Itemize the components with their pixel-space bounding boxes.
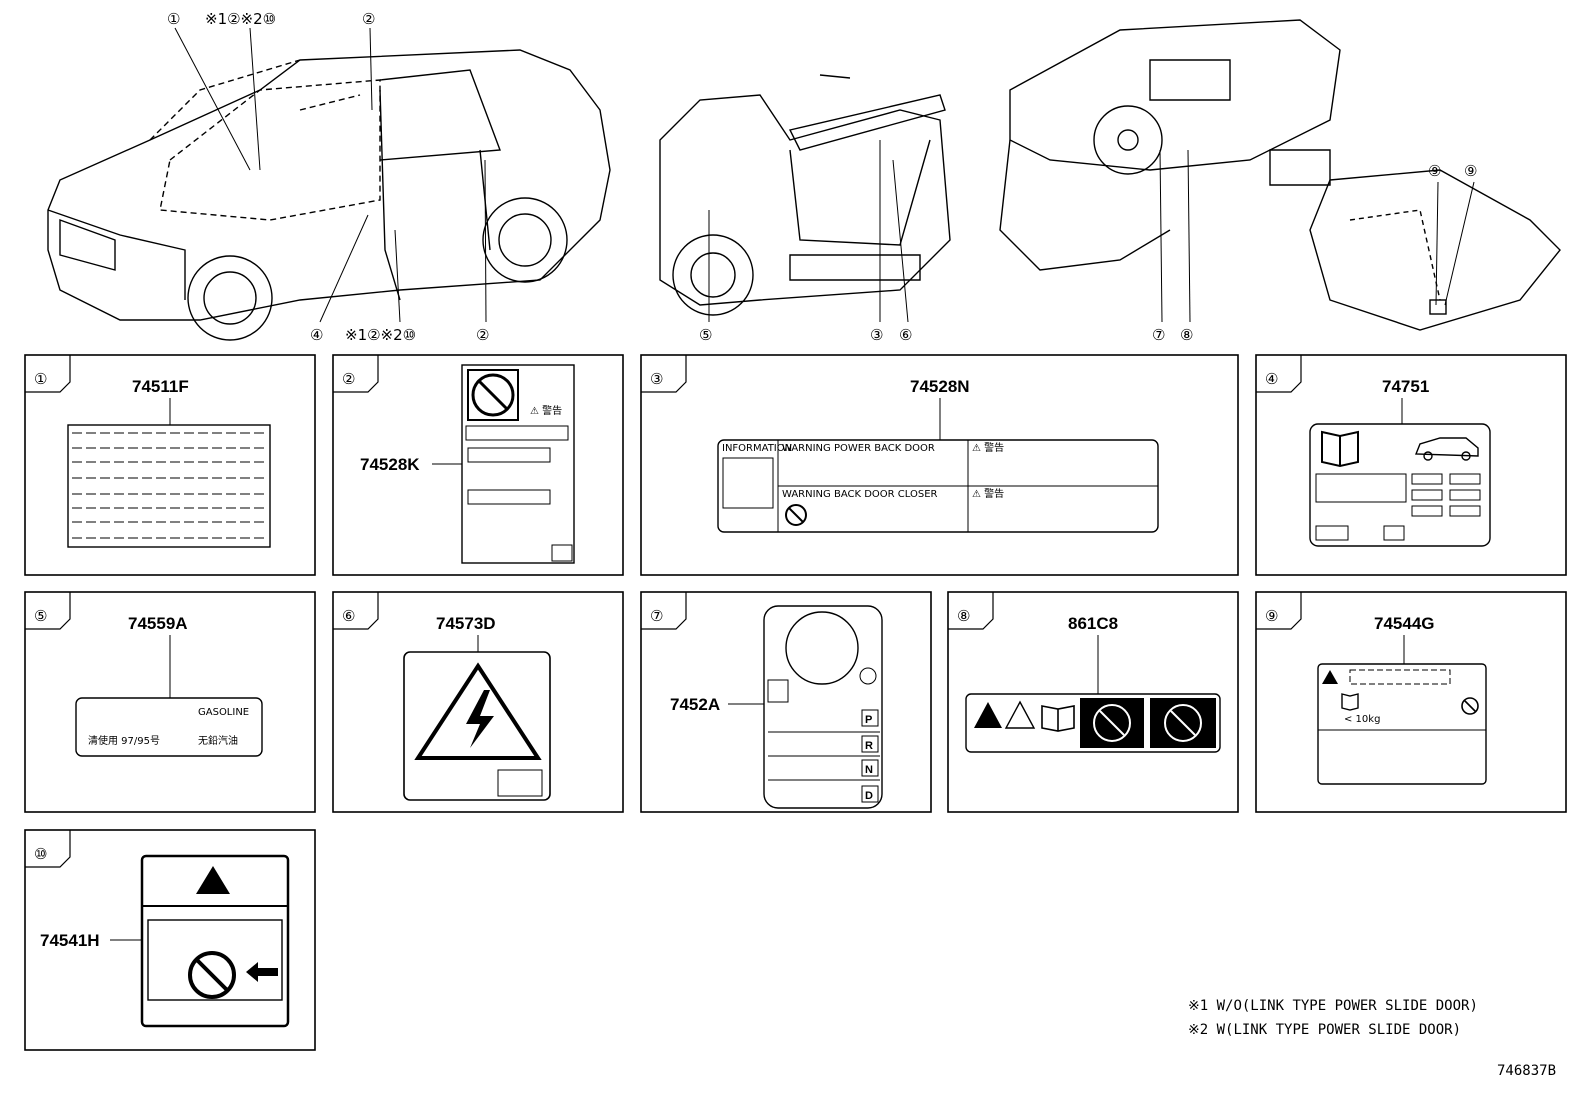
weight-limit-text: < 10kg [1344, 714, 1380, 725]
caution-hot-icon [1004, 700, 1036, 729]
warning-triangle-icon [974, 702, 1002, 728]
warning-power-back-door-text: WARNING POWER BACK DOOR [782, 443, 935, 454]
gear-d-text: D [865, 790, 873, 802]
warning-back-door-closer-text: WARNING BACK DOOR CLOSER [782, 489, 938, 500]
panel-5-label: 74559A GASOLINE 清使用 97/95号 无鉛汽油 [75, 614, 263, 757]
panel-8-index: ⑧ [957, 607, 970, 625]
panel-10-index: ⑩ [34, 845, 47, 863]
panel-9-label: 74544G < 10kg [1317, 614, 1487, 785]
callout-4: ④ [310, 326, 323, 344]
callout-8: ⑧ [1180, 326, 1193, 344]
prohibited-icon [1461, 697, 1479, 715]
panel-3-label: 74528N INFORMATION WARNING POWER BACK DO… [717, 377, 1159, 533]
warning-label-drawing [461, 364, 575, 564]
panel-2-label: 74528K ⚠ 警告 [360, 364, 575, 564]
high-voltage-label-drawing [403, 651, 551, 801]
callout-note1-2-note2-10-top: ※1②※2⑩ [205, 10, 276, 28]
part-number-861C8: 861C8 [1068, 614, 1118, 633]
panel-7-label: 7452A P R N D [670, 605, 883, 809]
arrow-left-icon [246, 962, 278, 982]
part-number-74528N: 74528N [910, 377, 970, 396]
part-number-74541H: 74541H [40, 931, 100, 950]
panel-3-index: ③ [650, 370, 663, 388]
part-number-74751: 74751 [1382, 377, 1429, 396]
no-hand-icon [471, 373, 515, 417]
panel-10-label: 74541H [40, 854, 290, 1028]
no-hand-icon [785, 504, 807, 526]
part-number-74559A: 74559A [128, 614, 188, 633]
panel-1-index: ① [34, 370, 47, 388]
footnotes: ※1 W/O(LINK TYPE POWER SLIDE DOOR) ※2 W(… [1188, 998, 1556, 1079]
footnote-1: ※1 W/O(LINK TYPE POWER SLIDE DOOR) [1188, 998, 1478, 1014]
prohibited-icon [188, 951, 236, 999]
panel-9-index: ⑨ [1265, 607, 1278, 625]
diagram-id: 746837B [1497, 1063, 1556, 1079]
callout-9-left: ⑨ [1428, 162, 1441, 180]
vehicle-front-view-illustration [47, 49, 611, 341]
part-number-7452A: 7452A [670, 695, 720, 714]
lightning-bolt-icon [466, 690, 494, 748]
unleaded-text: 无鉛汽油 [198, 734, 238, 747]
footnote-2: ※2 W(LINK TYPE POWER SLIDE DOOR) [1188, 1022, 1461, 1038]
gasoline-text: GASOLINE [198, 707, 249, 718]
panel-7-index: ⑦ [650, 607, 663, 625]
top-leader-lines [174, 27, 1475, 323]
panel-6-index: ⑥ [342, 607, 355, 625]
part-number-74511F: 74511F [132, 377, 189, 396]
vehicle-rear-view-illustration [659, 74, 951, 316]
car-side-icon [1414, 437, 1479, 461]
panel-8-label: 861C8 [965, 614, 1221, 753]
panel-6-label: 74573D [403, 614, 551, 801]
panel-index-tabs [25, 355, 1302, 868]
shift-lever-tag-drawing [763, 605, 883, 809]
manual-book-icon [1041, 705, 1075, 732]
part-number-74544G: 74544G [1374, 614, 1435, 633]
callout-6: ⑥ [899, 326, 912, 344]
callout-1: ① [167, 10, 180, 28]
airbag-label-drawing [965, 693, 1221, 753]
panel-5-index: ⑤ [34, 607, 47, 625]
callout-2-bottom: ② [476, 326, 489, 344]
callout-2-top: ② [362, 10, 375, 28]
tire-pressure-label-drawing [1309, 423, 1491, 547]
gear-p-text: P [865, 714, 872, 726]
panel-2-index: ② [342, 370, 355, 388]
vehicle-interior-illustration [999, 19, 1561, 331]
slide-door-warning-label-drawing [140, 854, 290, 1028]
manual-book-icon [1341, 693, 1359, 711]
manual-book-icon [1321, 430, 1359, 468]
panel-frames [24, 354, 1567, 1051]
information-text: INFORMATION [722, 443, 792, 454]
fuel-grade-text: 清使用 97/95号 [88, 734, 160, 747]
callout-5: ⑤ [699, 326, 712, 344]
warning-triangle-icon [196, 866, 230, 894]
top-callouts: ① ※1②※2⑩ ② ④ ※1②※2⑩ ② ⑤ ③ ⑥ ⑨ ⑨ ⑦ ⑧ [167, 10, 1477, 344]
part-number-74528K: 74528K [360, 455, 420, 474]
callout-7: ⑦ [1152, 326, 1165, 344]
warning-triangle-icon [1322, 670, 1338, 684]
spec-label-drawing [67, 424, 271, 548]
fuel-type-label-drawing [75, 697, 263, 757]
panel-4-index: ④ [1265, 370, 1278, 388]
callout-9-right: ⑨ [1464, 162, 1477, 180]
panel-1-label: 74511F [67, 377, 271, 548]
part-number-74573D: 74573D [436, 614, 496, 633]
gear-n-text: N [865, 764, 873, 776]
panel-index-labels: ① ② ③ ④ ⑤ ⑥ ⑦ ⑧ ⑨ ⑩ [34, 370, 1278, 863]
callout-note1-2-note2-10-bottom: ※1②※2⑩ [345, 326, 416, 344]
high-voltage-warning-icon [414, 662, 542, 760]
gear-r-text: R [865, 740, 873, 752]
warning-jp-text-2: ⚠ 警告 [972, 487, 1004, 500]
warning-jp-text: ⚠ 警告 [530, 404, 562, 417]
callout-3: ③ [870, 326, 883, 344]
warning-jp-text-1: ⚠ 警告 [972, 441, 1004, 454]
cargo-warning-label-drawing [1317, 663, 1487, 785]
panel-4-label: 74751 [1309, 377, 1491, 547]
